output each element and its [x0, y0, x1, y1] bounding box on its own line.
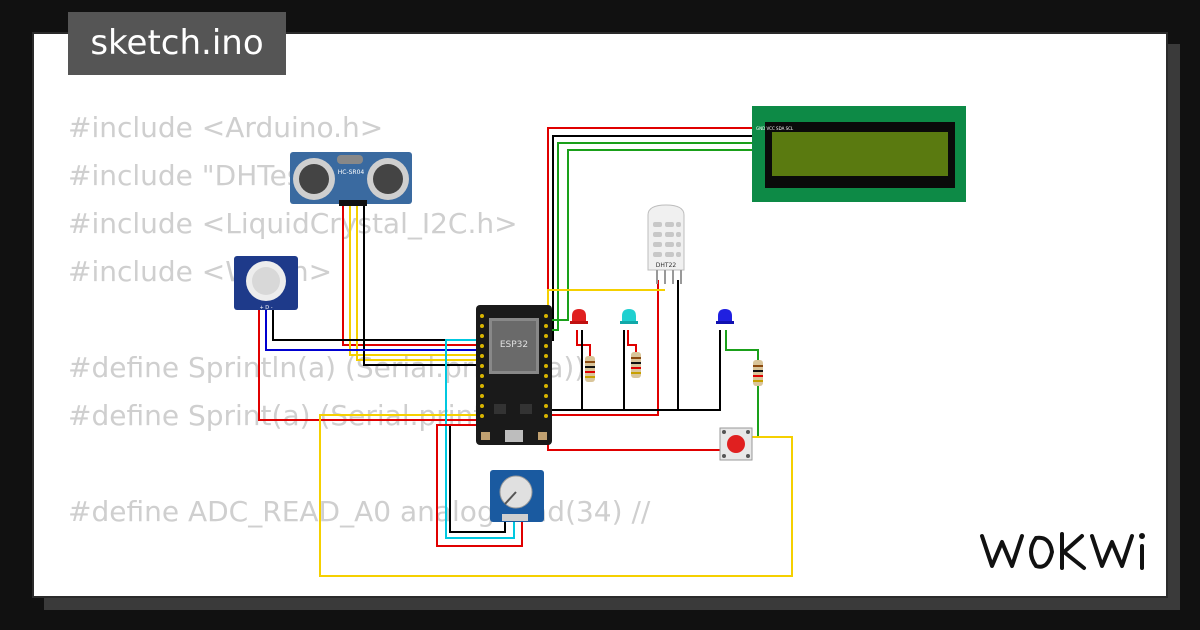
wire-pir-minus: [272, 310, 484, 341]
wire-led3-anode: [725, 330, 759, 362]
wire-pir-d: [265, 310, 484, 351]
wire-led1: [576, 330, 591, 358]
wire-led2: [627, 330, 637, 352]
wire-lcd-scl: [540, 149, 752, 321]
esp32-label: ESP32: [500, 340, 528, 350]
wire-us-echo: [356, 205, 484, 361]
led-red[interactable]: [570, 309, 588, 324]
wire-pot-vcc: [436, 424, 523, 547]
code-line: #include <LiquidCrystal_I2C.h>: [68, 207, 518, 240]
wire-lcd-sda: [540, 142, 752, 331]
file-tab[interactable]: sketch.ino: [68, 12, 286, 75]
resistor-3[interactable]: [753, 360, 763, 386]
ultrasonic-sensor[interactable]: HC-SR04: [290, 152, 412, 206]
wire-dht-data: [540, 280, 659, 416]
resistor-1[interactable]: [585, 356, 595, 382]
wire-button-yellow: [319, 414, 793, 577]
led-cyan[interactable]: [620, 309, 638, 324]
led-blue[interactable]: [716, 309, 734, 324]
pir-sensor[interactable]: + D -: [234, 256, 298, 311]
lcd-pin-labels: GND VCC SDA SCL: [756, 126, 794, 131]
resistor-2[interactable]: [631, 352, 641, 378]
esp32-board[interactable]: ESP32: [476, 305, 552, 445]
wire-us-trig: [349, 205, 484, 356]
wire-pot-sig: [445, 339, 515, 539]
wire-led3-gnd: [580, 330, 721, 411]
pir-pin-labels: + D -: [259, 305, 272, 311]
wire-button-in: [547, 400, 720, 451]
ultrasonic-label: HC-SR04: [338, 169, 365, 176]
dht22-sensor[interactable]: DHT22: [647, 204, 685, 284]
wokwi-logo: [980, 532, 1145, 570]
wire-res3-button: [752, 385, 759, 438]
dht22-label: DHT22: [656, 262, 677, 269]
wire-lcd-vcc: [540, 135, 752, 341]
code-line: #include <Arduino.h>: [68, 111, 384, 144]
potentiometer[interactable]: [490, 470, 544, 522]
lcd-display[interactable]: GND VCC SDA SCL: [752, 106, 966, 202]
wire-us-vcc: [342, 205, 484, 346]
code-line: #define SWITCH_01 (35) //: [68, 584, 650, 596]
preview-panel: #include <Arduino.h>#include "DHTesp.h"#…: [32, 32, 1168, 598]
wire-us-gnd: [363, 205, 484, 366]
push-button[interactable]: [719, 427, 753, 461]
